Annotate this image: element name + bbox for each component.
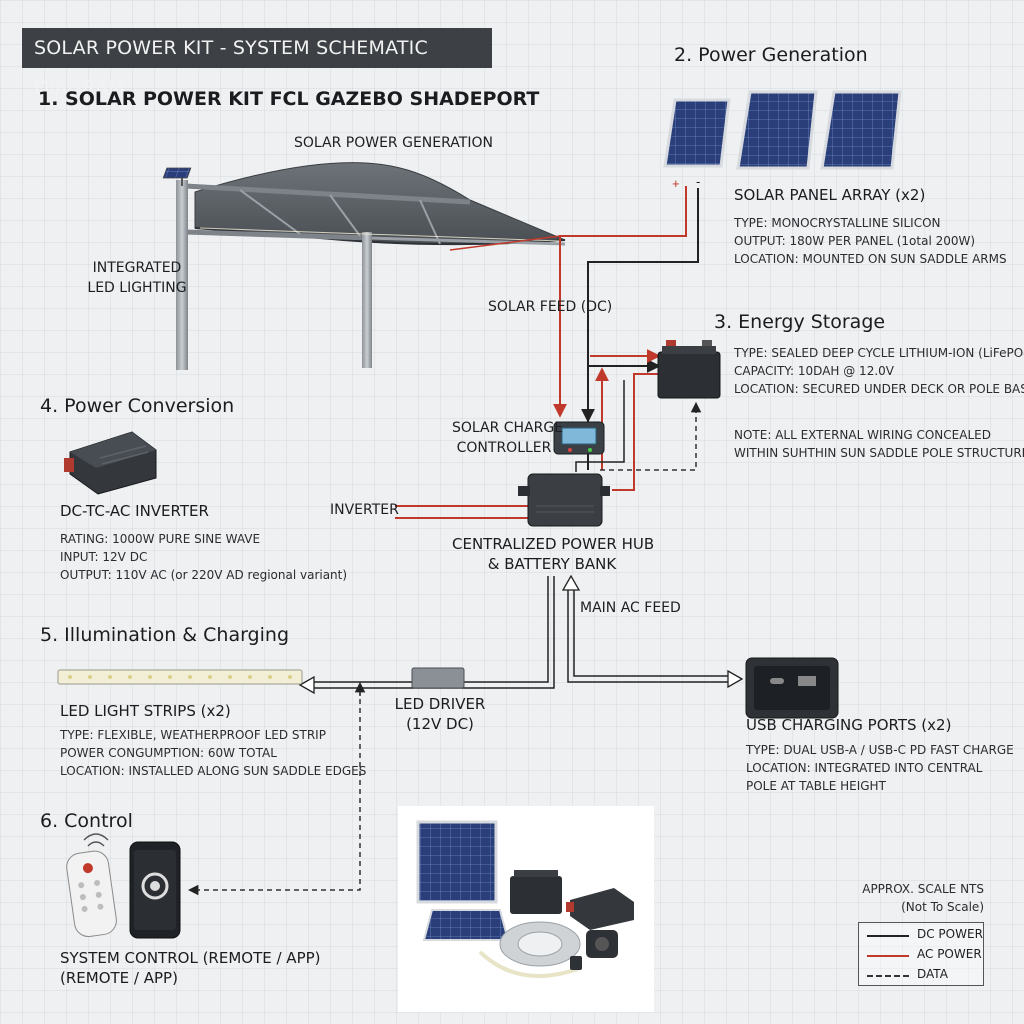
storage-note-line1: NOTE: ALL EXTERNAL WIRING CONCEALED: [734, 428, 991, 442]
storage-spec-capacity: CAPACITY: 10DAH @ 12.0V: [734, 364, 894, 378]
panel-spec-type: TYPE: MONOCRYSTALLINE SILICON: [734, 216, 941, 230]
scale-note: APPROX. SCALE NTS (Not To Scale): [852, 880, 984, 916]
power-hub-illustration: [518, 473, 610, 527]
panel-heading: SOLAR PANEL ARRAY (x2): [734, 186, 926, 204]
control-line2: (REMOTE / APP): [60, 969, 178, 987]
led-spec-type: TYPE: FLEXIBLE, WEATHERPROOF LED STRIP: [60, 728, 326, 742]
usb-heading: USB CHARGING PORTS (x2): [746, 716, 952, 734]
section-title-2: 2. Power Generation: [674, 44, 868, 66]
battery-illustration: [657, 340, 721, 399]
label-minus: -: [696, 174, 701, 189]
storage-specs: TYPE: SEALED DEEP CYCLE LITHIUM-ION (LiF…: [734, 344, 1024, 398]
legend-label-ac: AC POWER: [917, 947, 982, 961]
inverter-spec-rating: RATING: 1000W PURE SINE WAVE: [60, 532, 261, 546]
legend-swatch-data: [867, 975, 909, 977]
led-specs: TYPE: FLEXIBLE, WEATHERPROOF LED STRIP P…: [60, 726, 366, 780]
label-plus: +: [672, 176, 680, 191]
label-led-driver: LED DRIVER (12V DC): [384, 694, 496, 734]
inverter-specs: RATING: 1000W PURE SINE WAVE INPUT: 12V …: [60, 530, 347, 584]
legend-label-data: DATA: [917, 967, 948, 981]
solar-panel-array-illustration: [663, 90, 902, 170]
storage-note: NOTE: ALL EXTERNAL WIRING CONCEALED WITH…: [734, 426, 1024, 462]
label-power-hub: CENTRALIZED POWER HUB & BATTERY BANK: [452, 534, 655, 574]
inverter-illustration: [64, 431, 157, 495]
led-strip-illustration: [57, 669, 303, 685]
legend-row-ac: AC POWER: [859, 945, 983, 965]
gazebo-shadeport-illustration: [162, 162, 566, 370]
storage-spec-location: LOCATION: SECURED UNDER DECK OR POLE BAS…: [734, 382, 1024, 396]
section-title-4: 4. Power Conversion: [40, 395, 235, 417]
label-led-driver-line2: (12V DC): [406, 715, 474, 733]
label-power-hub-line2: & BATTERY BANK: [487, 555, 617, 573]
label-main-ac-feed: MAIN AC FEED: [580, 600, 681, 616]
led-spec-location: LOCATION: INSTALLED ALONG SUN SADDLE EDG…: [60, 764, 367, 778]
label-led-driver-line1: LED DRIVER: [394, 695, 486, 713]
inverter-heading: DC-TC-AC INVERTER: [60, 502, 209, 520]
panel-specs: TYPE: MONOCRYSTALLINE SILICON OUTPUT: 18…: [734, 214, 1007, 268]
section-title-6: 6. Control: [40, 810, 133, 832]
usb-specs: TYPE: DUAL USB-A / USB-C PD FAST CHARGE …: [746, 741, 1014, 795]
usb-ports-illustration: [745, 657, 839, 719]
panel-spec-location: LOCATION: MOUNTED ON SUN SADDLE ARMS: [734, 252, 1007, 266]
label-charge-controller: SOLAR CHARGE CONTROLLER: [452, 418, 564, 458]
legend-swatch-dc: [867, 935, 909, 937]
remote-and-phone-illustration: [66, 833, 181, 939]
label-integrated-led-lighting: INTEGRATED LED LIGHTING: [82, 258, 192, 298]
section-title-5: 5. Illumination & Charging: [40, 624, 290, 646]
legend-swatch-ac: [867, 955, 909, 957]
label-charge-controller-line2: CONTROLLER: [456, 440, 552, 456]
usb-spec-type: TYPE: DUAL USB-A / USB-C PD FAST CHARGE: [746, 743, 1014, 757]
usb-spec-location: LOCATION: INTEGRATED INTO CENTRAL: [746, 761, 983, 775]
diagram-title: SOLAR POWER KIT - SYSTEM SCHEMATIC DIAGR…: [22, 28, 492, 99]
label-power-hub-line1: CENTRALIZED POWER HUB: [452, 535, 655, 553]
section-title-1: 1. SOLAR POWER KIT FCL GAZEBO SHADEPORT: [38, 88, 540, 110]
label-integrated-line2: LED LIGHTING: [87, 280, 187, 296]
led-heading: LED LIGHT STRIPS (x2): [60, 702, 231, 720]
label-solar-power-generation: SOLAR POWER GENERATION: [294, 135, 493, 151]
legend-row-dc: DC POWER: [859, 925, 983, 945]
inverter-spec-output: OUTPUT: 110V AC (or 220V AD regional var…: [60, 568, 348, 582]
label-solar-feed: SOLAR FEED (DC): [488, 299, 613, 315]
label-integrated-line1: INTEGRATED: [92, 260, 182, 276]
legend: DC POWER AC POWER DATA: [858, 922, 984, 986]
kit-photo-illustration: [416, 820, 634, 979]
label-inverter-feed: INVERTER: [330, 502, 399, 518]
legend-row-data: DATA: [859, 965, 983, 985]
inverter-spec-input: INPUT: 12V DC: [60, 550, 148, 564]
led-spec-power: POWER CONGUMPTION: 60W TOTAL: [60, 746, 277, 760]
section-title-3: 3. Energy Storage: [714, 311, 886, 333]
scale-line2: (Not To Scale): [901, 900, 984, 914]
led-driver-illustration: [411, 667, 465, 689]
control-label: SYSTEM CONTROL (REMOTE / APP) (REMOTE / …: [60, 948, 321, 988]
scale-line1: APPROX. SCALE NTS: [862, 882, 984, 896]
label-charge-controller-line1: SOLAR CHARGE: [452, 420, 564, 436]
panel-spec-output: OUTPUT: 180W PER PANEL (1otal 200W): [734, 234, 976, 248]
control-line1: SYSTEM CONTROL (REMOTE / APP): [60, 949, 321, 967]
storage-note-line2: WITHIN SUHTHIN SUN SADDLE POLE STRUCTURE: [734, 446, 1024, 460]
storage-spec-type: TYPE: SEALED DEEP CYCLE LITHIUM-ION (LiF…: [734, 346, 1024, 360]
usb-spec-height: POLE AT TABLE HEIGHT: [746, 779, 886, 793]
charge-controller-illustration: [553, 421, 605, 455]
legend-label-dc: DC POWER: [917, 927, 983, 941]
